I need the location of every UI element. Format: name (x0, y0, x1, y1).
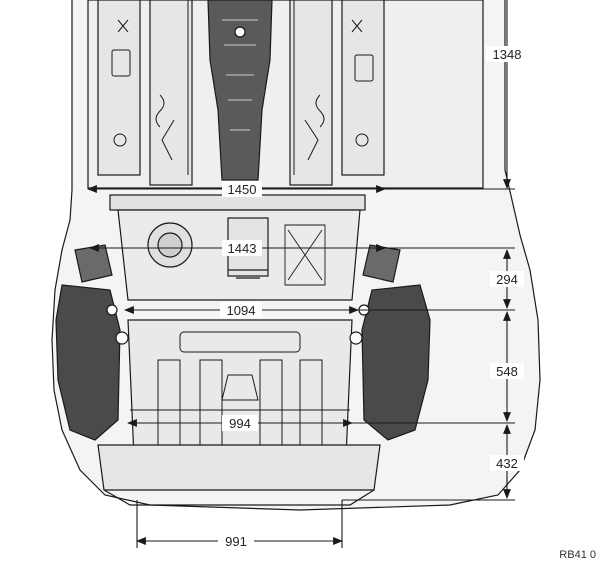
label-length-mount-to-lower: 548 (496, 364, 518, 379)
label-width-mid-cross: 1443 (228, 241, 257, 256)
reference-code: RB41 0 (559, 549, 596, 561)
label-length-lower-to-end: 432 (496, 456, 518, 471)
dimension-labels: 1450 1443 1094 994 991 1348 294 548 432 … (218, 46, 596, 561)
label-length-front: 1348 (493, 47, 522, 62)
label-width-rear-lower: 994 (229, 416, 251, 431)
right-wheel-arch (361, 284, 431, 441)
dimension-lines (87, 0, 515, 548)
rear-bumper-beam (97, 444, 381, 491)
label-width-front-rail: 1450 (228, 182, 257, 197)
left-suspension-mount (74, 244, 113, 283)
right-inner-rail (289, 0, 333, 186)
label-length-cross-to-mount: 294 (496, 272, 518, 287)
label-width-rear-mount: 1094 (227, 303, 256, 318)
right-outer-rail (341, 0, 385, 176)
left-inner-rail (149, 0, 193, 186)
left-wheel-arch (55, 284, 121, 441)
vehicle-underbody (51, 0, 541, 511)
front-cross-member (109, 194, 366, 211)
label-width-rear-bumper: 991 (225, 534, 247, 549)
front-floor-panel (87, 0, 484, 189)
left-outer-rail (97, 0, 141, 176)
right-suspension-mount (362, 244, 401, 283)
front-rail-details (111, 0, 374, 175)
